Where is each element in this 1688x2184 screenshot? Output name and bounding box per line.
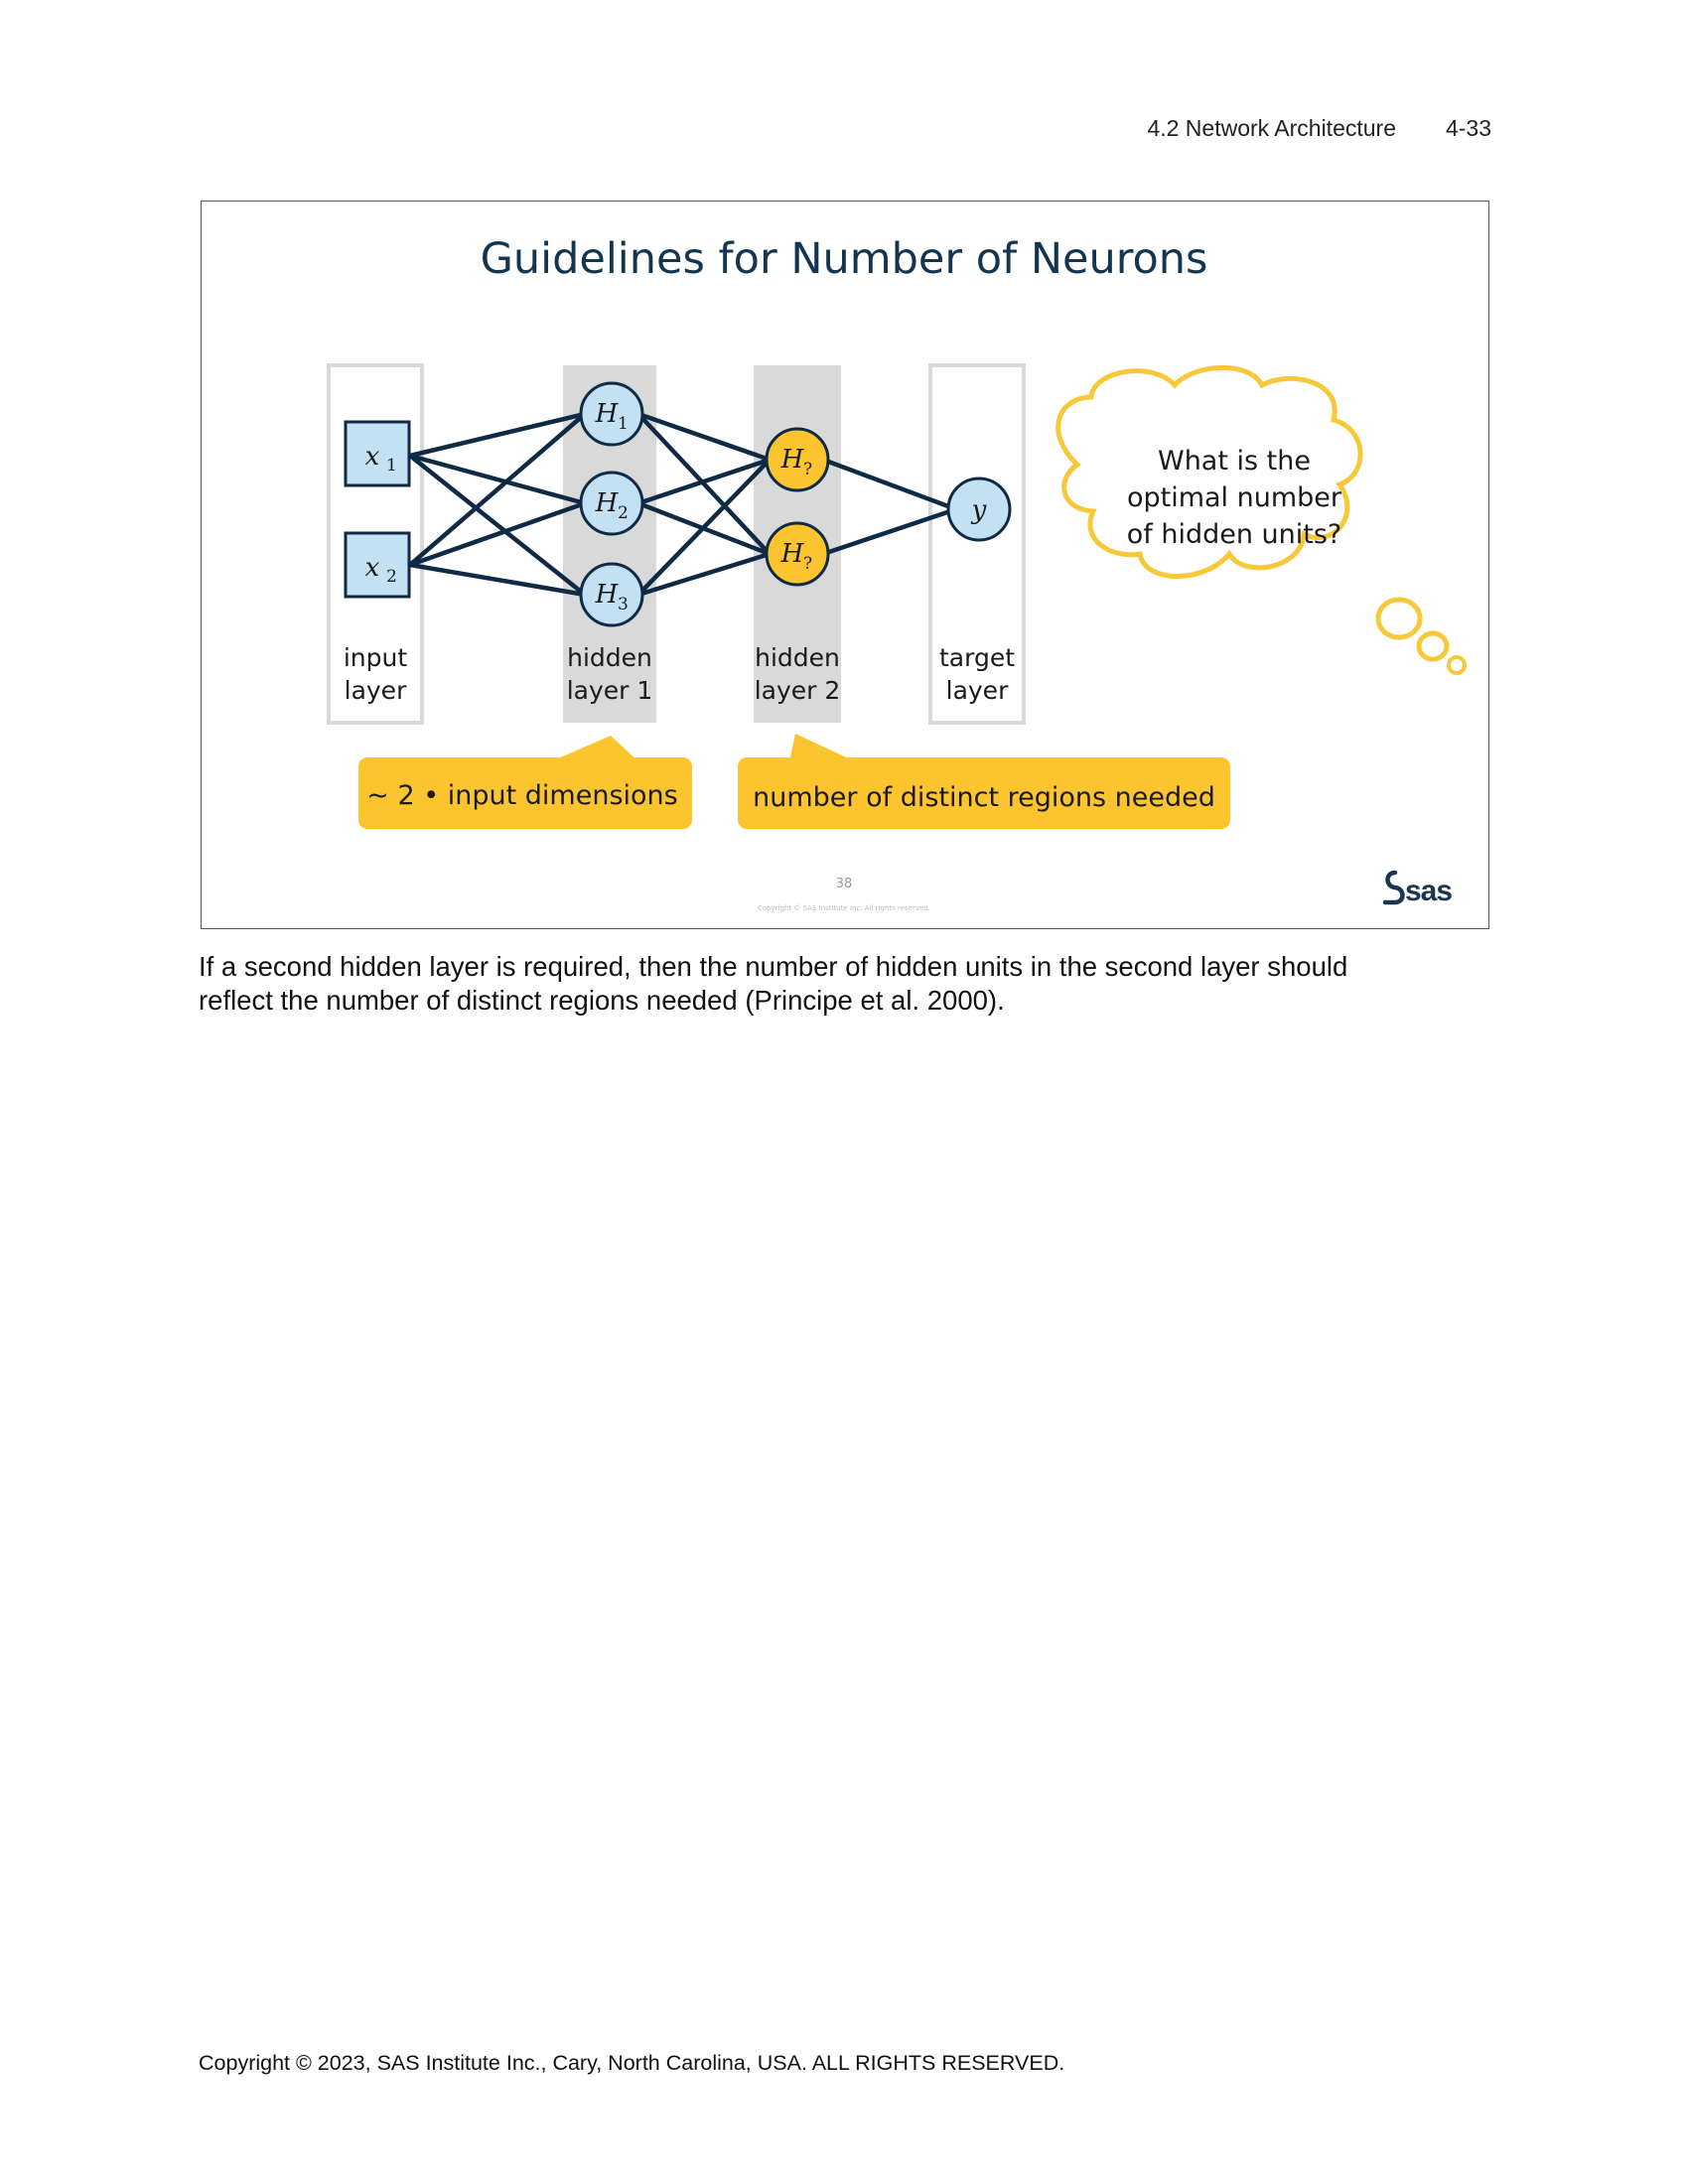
input-node-x2 — [344, 531, 411, 599]
x1-symbol: x — [365, 442, 380, 472]
hidden1-node-h3 — [579, 562, 644, 627]
input-layer-label-line2: layer — [345, 676, 407, 705]
hq1-symbol: H — [780, 445, 805, 475]
target-layer-panel — [928, 363, 1026, 725]
h3-subscript: 3 — [618, 595, 629, 614]
target-label-line2: layer — [946, 676, 1009, 705]
input-layer-label-line1: input — [344, 643, 408, 672]
hidden1-node-h2 — [579, 471, 644, 536]
neural-network-diagram: Guidelines for Number of Neurons — [327, 234, 1467, 912]
h2-symbol: H — [595, 488, 620, 518]
hidden1-label-line1: hidden — [567, 643, 652, 672]
callout-right-text: number of distinct regions needed — [753, 782, 1215, 813]
slide-copyright: Copyright © SAS Institute Inc. All right… — [758, 904, 930, 912]
callout-left: ~ 2 • input dimensions — [358, 736, 692, 829]
y-symbol: y — [971, 495, 987, 525]
slide-title: Guidelines for Number of Neurons — [481, 234, 1208, 284]
h1-subscript: 1 — [618, 414, 629, 434]
x1-subscript: 1 — [386, 456, 397, 476]
x2-subscript: 2 — [386, 567, 397, 587]
hidden2-node-1 — [765, 427, 830, 492]
section-title: 4.2 Network Architecture — [1147, 115, 1396, 141]
thought-line3: of hidden units? — [1127, 519, 1342, 550]
hidden2-node-2 — [765, 521, 830, 587]
h3-symbol: H — [595, 580, 620, 610]
x2-symbol: x — [365, 553, 380, 583]
output-node-y — [946, 477, 1012, 542]
h1-symbol: H — [595, 399, 620, 429]
hidden2-label-line2: layer 2 — [755, 676, 841, 705]
callout-right: number of distinct regions needed — [738, 734, 1230, 829]
thought-bubble: What is the optimal number of hidden uni… — [1055, 364, 1467, 675]
edges-hidden2-output — [820, 457, 959, 557]
hidden1-label-line2: layer 1 — [567, 676, 653, 705]
slide-number: 38 — [836, 877, 853, 891]
target-label-line1: target — [939, 643, 1015, 672]
hq1-subscript: ? — [803, 460, 812, 479]
hq2-subscript: ? — [803, 554, 812, 574]
page-number: 4-33 — [1445, 115, 1491, 141]
h2-subscript: 2 — [618, 503, 629, 523]
edges-input-hidden1 — [407, 411, 588, 598]
edges-hidden1-hidden2 — [635, 411, 773, 598]
hq2-symbol: H — [780, 539, 805, 569]
hidden1-node-h1 — [579, 381, 644, 447]
footer-copyright: Copyright © 2023, SAS Institute Inc., Ca… — [199, 2051, 1065, 2075]
hidden2-label-line1: hidden — [755, 643, 840, 672]
input-node-x1 — [344, 420, 411, 487]
slide-figure: Guidelines for Number of Neurons — [201, 201, 1489, 929]
page-header: 4.2 Network Architecture 4-33 — [0, 115, 1688, 145]
body-line-1: If a second hidden layer is required, th… — [199, 951, 1348, 982]
thought-line1: What is the — [1158, 446, 1311, 477]
callout-left-text: ~ 2 • input dimensions — [366, 780, 677, 811]
body-line-2: reflect the number of distinct regions n… — [199, 985, 1005, 1016]
thought-line2: optimal number — [1127, 482, 1342, 513]
sas-logo-text: sas — [1405, 875, 1452, 907]
body-paragraph: If a second hidden layer is required, th… — [199, 950, 1489, 1018]
sas-logo: sas — [1382, 870, 1453, 907]
